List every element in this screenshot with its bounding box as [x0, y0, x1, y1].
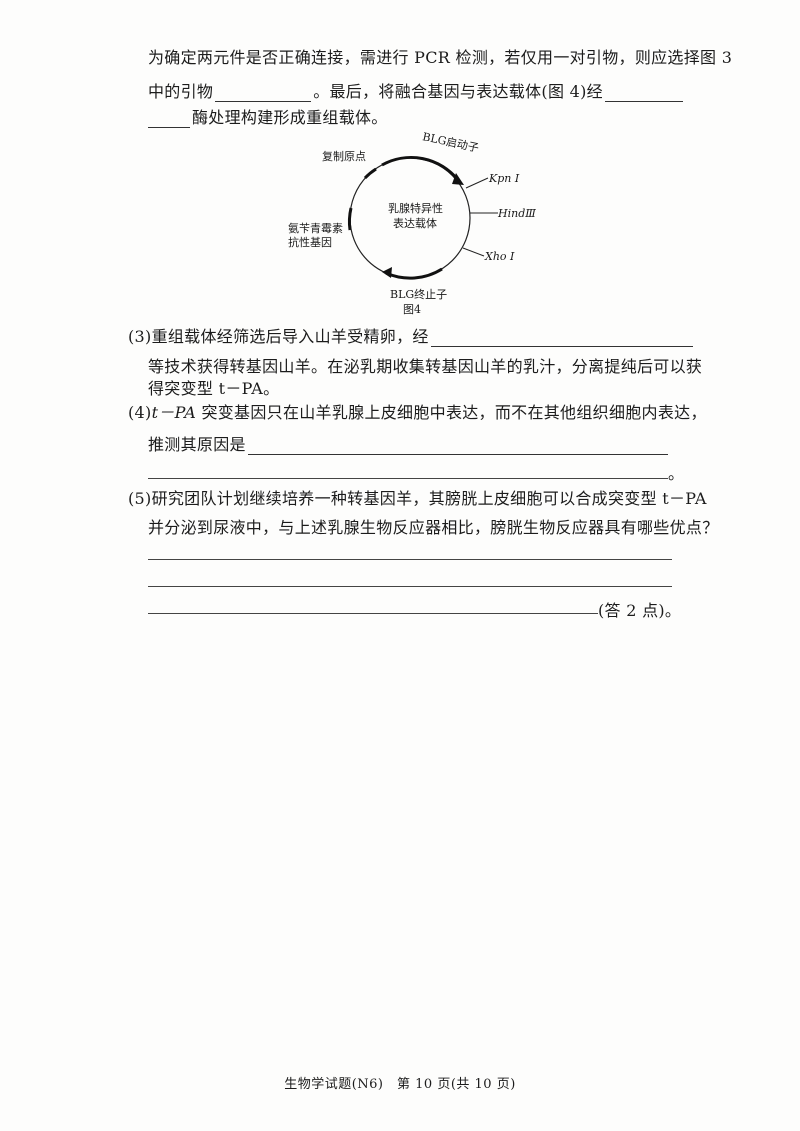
- q5-line-2: 并分泌到尿液中，与上述乳腺生物反应器相比，膀胱生物反应器具有哪些优点？: [148, 518, 719, 537]
- answer-blank-q5-1[interactable]: [148, 559, 672, 560]
- q3-text-1: 重组载体经筛选后导入山羊受精卵，经: [151, 327, 429, 346]
- answer-blank-q4-b[interactable]: [148, 478, 668, 479]
- answer-blank-enzyme-part2[interactable]: [148, 111, 190, 128]
- q4-number: (4): [128, 403, 152, 422]
- q4-line-2: 推测其原因是: [148, 435, 670, 455]
- label-blg-terminator: BLG终止子: [390, 288, 448, 301]
- label-center-2: 表达载体: [393, 217, 437, 230]
- q4-text-2: 推测其原因是: [148, 435, 246, 454]
- q3-line-1: (3)重组载体经筛选后导入山羊受精卵，经: [128, 327, 695, 347]
- answer-blank-q4-a[interactable]: [247, 438, 668, 455]
- answer-blank-q3[interactable]: [430, 330, 693, 347]
- q3-line-2: 等技术获得转基因山羊。在泌乳期收集转基因山羊的乳汁，分离提纯后可以获: [148, 357, 703, 376]
- intro-line-3: 酶处理构建形成重组载体。: [148, 108, 388, 128]
- label-hind3: HindⅢ: [498, 207, 536, 220]
- figure-caption: 图4: [403, 303, 421, 316]
- label-amp-line1: 氨苄青霉素: [288, 222, 343, 235]
- label-ori: 复制原点: [322, 150, 366, 163]
- intro-line-1: 为确定两元件是否正确连接，需进行 PCR 检测，若仅用一对引物，则应选择图 3: [148, 48, 733, 67]
- label-center-1: 乳腺特异性: [388, 202, 443, 215]
- q5-line-1: (5)研究团队计划继续培养一种转基因羊，其膀胱上皮细胞可以合成突变型 t－PA: [128, 489, 707, 509]
- label-amp-line2: 抗性基因: [288, 236, 332, 249]
- answer-blank-q5-3[interactable]: [148, 613, 598, 614]
- q4-end-punct: 。: [668, 464, 685, 483]
- q5-text-1: 研究团队计划继续培养一种转基因羊，其膀胱上皮细胞可以合成突变型 t－PA: [151, 489, 707, 508]
- q4-tpa: t－PA: [151, 403, 197, 422]
- q3-line-3: 得突变型 t－PA。: [148, 379, 280, 398]
- answer-blank-enzyme-part1[interactable]: [604, 85, 683, 102]
- figure-4-plasmid-diagram: 复制原点 BLG启动子 Kpn Ⅰ HindⅢ Xho Ⅰ 氨苄青霉素 抗性基因…: [270, 130, 550, 320]
- q3-number: (3): [128, 327, 152, 346]
- page-footer: 生物学试题(N6) 第 10 页(共 10 页): [284, 1077, 516, 1092]
- q4-text-1: 突变基因只在山羊乳腺上皮细胞中表达，而不在其他组织细胞内表达，: [196, 403, 707, 422]
- q5-note: (答 2 点)。: [598, 601, 682, 620]
- intro-line-2: 中的引物 。最后，将融合基因与表达载体(图 4)经: [148, 82, 685, 102]
- intro-line-3-text: 酶处理构建形成重组载体。: [192, 108, 388, 127]
- intro-line-2-text-a: 中的引物: [148, 82, 214, 101]
- q5-number: (5): [128, 489, 152, 508]
- label-xho1: Xho Ⅰ: [485, 250, 515, 263]
- answer-blank-q5-2[interactable]: [148, 586, 672, 587]
- intro-line-2-text-b: 。最后，将融合基因与表达载体(图 4)经: [313, 82, 603, 101]
- answer-blank-primer[interactable]: [215, 85, 312, 102]
- plasmid-circle-icon: [347, 155, 498, 280]
- q4-line-1: (4)t－PA 突变基因只在山羊乳腺上皮细胞中表达，而不在其他组织细胞内表达，: [128, 403, 707, 423]
- label-kpn1: Kpn Ⅰ: [489, 172, 520, 185]
